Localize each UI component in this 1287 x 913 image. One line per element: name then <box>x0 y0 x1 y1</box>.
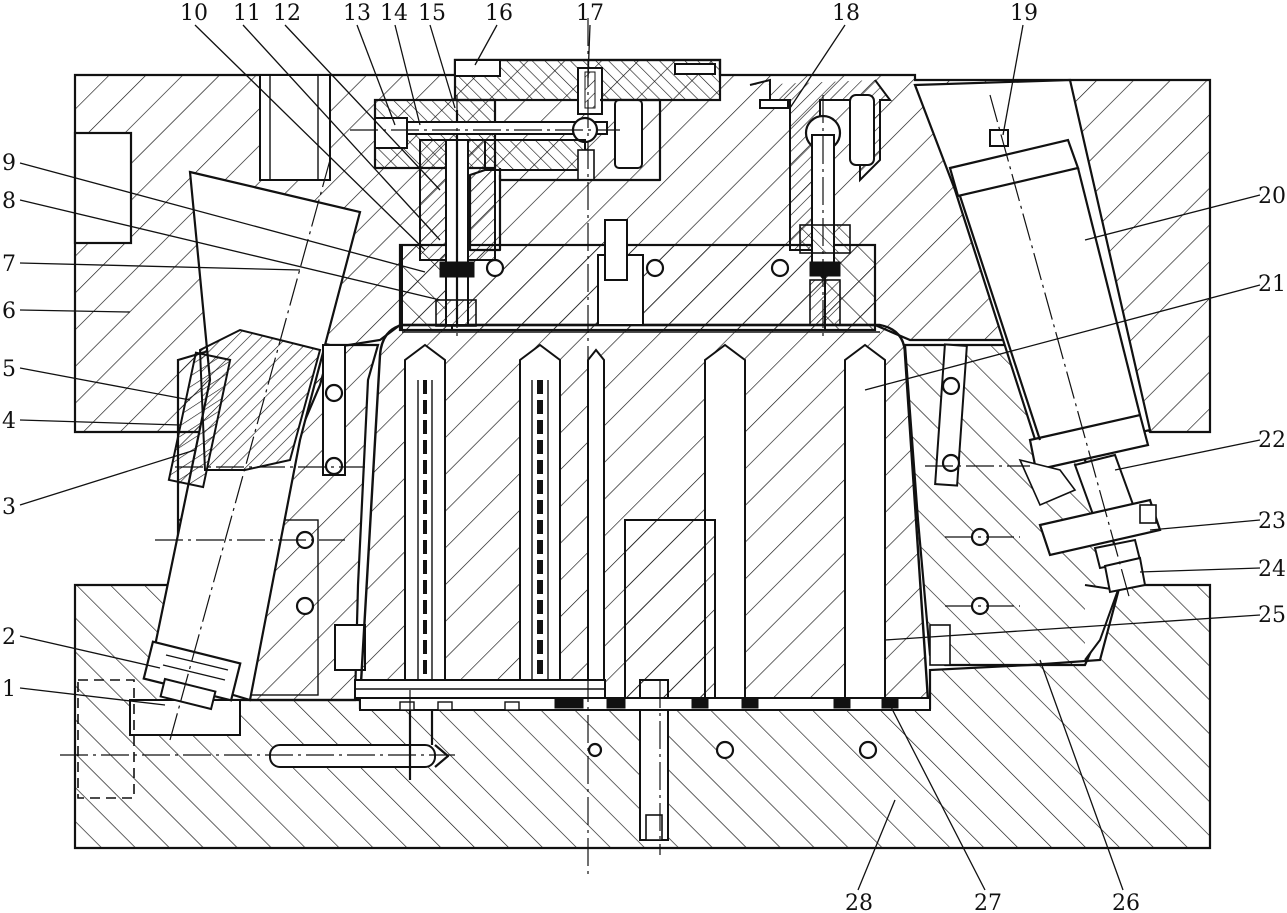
cooling-holes <box>295 343 990 616</box>
callout-9: 9 <box>2 151 16 176</box>
callout-20: 20 <box>1258 184 1286 209</box>
callout-19: 19 <box>1010 1 1038 26</box>
callout-26: 26 <box>1112 891 1140 913</box>
callout-2: 2 <box>2 625 16 650</box>
callout-21: 21 <box>1258 272 1286 297</box>
callout-17: 17 <box>576 1 604 26</box>
core-pins <box>404 343 886 701</box>
right-nozzle-assembly <box>749 78 892 326</box>
callout-27: 27 <box>974 891 1002 913</box>
right-cylinder <box>913 78 1162 594</box>
callout-18: 18 <box>832 1 860 26</box>
callout-5: 5 <box>2 357 16 382</box>
callout-25: 25 <box>1258 603 1286 628</box>
ejector-strip <box>354 679 931 711</box>
callout-23: 23 <box>1258 509 1286 534</box>
callout-6: 6 <box>2 299 16 324</box>
callout-12: 12 <box>273 1 301 26</box>
callout-15: 15 <box>418 1 446 26</box>
callout-13: 13 <box>343 1 371 26</box>
callout-22: 22 <box>1258 428 1286 453</box>
callout-1: 1 <box>2 677 16 702</box>
left-angled-pin <box>142 170 362 711</box>
callout-16: 16 <box>485 1 513 26</box>
callout-8: 8 <box>2 189 16 214</box>
callout-11: 11 <box>233 1 261 26</box>
callout-3: 3 <box>2 495 16 520</box>
callout-10: 10 <box>180 1 208 26</box>
center-lines <box>60 18 1131 875</box>
callout-7: 7 <box>2 252 16 277</box>
callout-4: 4 <box>2 409 16 434</box>
leader-lines <box>19 24 1261 891</box>
callout-28: 28 <box>845 891 873 913</box>
callout-24: 24 <box>1258 557 1286 582</box>
callout-14: 14 <box>380 1 408 26</box>
